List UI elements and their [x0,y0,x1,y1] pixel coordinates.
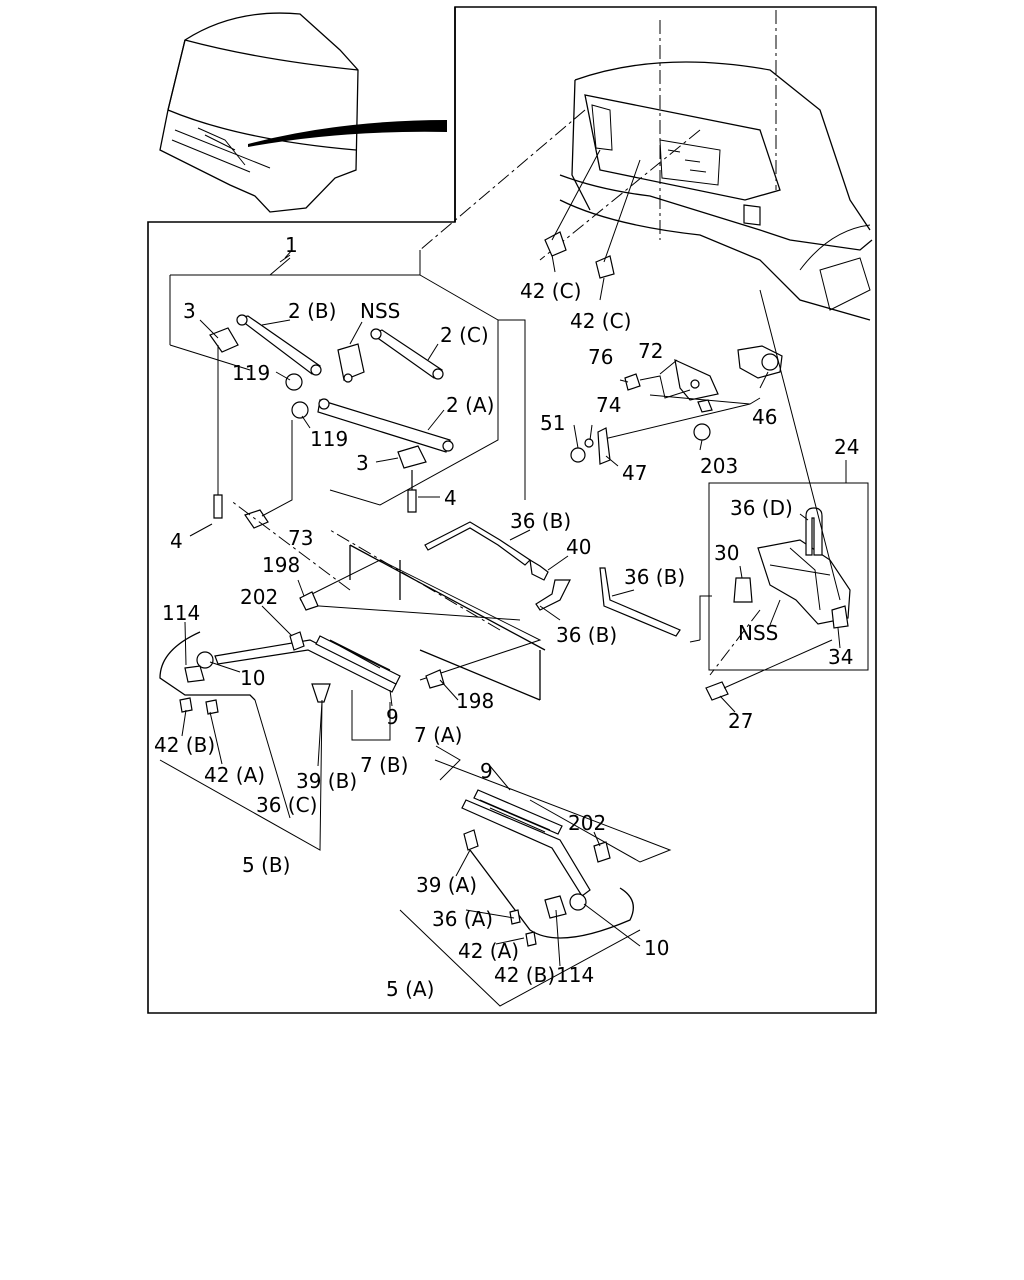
label-46: 46 [752,405,777,429]
label-42c-left: 42 (C) [520,279,581,303]
part-labels: 1 3 2 (B) NSS 2 (C) 119 119 2 (A) 3 4 4 … [154,233,859,1001]
label-42a-right: 42 (A) [458,939,519,963]
label-202-right: 202 [568,811,606,835]
label-7b: 7 (B) [360,753,408,777]
label-114-left: 114 [162,601,200,625]
label-36d: 36 (D) [730,496,793,520]
wiper-motor-group [689,289,869,701]
label-36c: 36 (C) [256,793,317,817]
label-5b: 5 (B) [242,853,290,877]
upper-mounting-parts [544,149,783,465]
cab-front-view [419,10,873,321]
label-51: 51 [540,411,565,435]
label-9-left: 9 [386,705,399,729]
label-47: 47 [622,461,647,485]
label-39b: 39 (B) [296,769,357,793]
label-203: 203 [700,454,738,478]
wiper-arm-a [399,759,672,1007]
label-119-upper: 119 [232,361,270,385]
diagram-frames [147,6,877,1014]
label-30: 30 [714,541,739,565]
label-4-left: 4 [170,529,183,553]
label-198-right: 198 [456,689,494,713]
label-27: 27 [728,709,753,733]
label-39a: 39 (A) [416,873,477,897]
label-36b-right: 36 (B) [624,565,685,589]
label-2c: 2 (C) [440,323,489,347]
label-34: 34 [828,645,853,669]
label-42b-left: 42 (B) [154,733,215,757]
label-24: 24 [834,435,859,459]
label-73: 73 [288,526,313,550]
wiper-arm-b [159,631,401,851]
label-9-right: 9 [480,759,493,783]
label-10-left: 10 [240,666,265,690]
label-2a: 2 (A) [446,393,494,417]
label-3-upper: 3 [183,299,196,323]
label-72: 72 [638,339,663,363]
label-74: 74 [596,393,621,417]
label-119-lower: 119 [310,427,348,451]
label-198-left: 198 [262,553,300,577]
label-4-right: 4 [444,486,457,510]
label-nss-motor: NSS [738,621,778,645]
label-nss-linkage: NSS [360,299,400,323]
label-114-right: 114 [556,963,594,987]
label-7a: 7 (A) [414,723,462,747]
label-3-lower: 3 [356,451,369,475]
label-1: 1 [285,233,298,257]
label-42b-right: 42 (B) [494,963,555,987]
label-42a-left: 42 (A) [204,763,265,787]
leader-lines [181,254,847,967]
label-36a: 36 (A) [432,907,493,931]
label-76: 76 [588,345,613,369]
label-36b-top: 36 (B) [510,509,571,533]
cab-overview-sketch [159,12,447,213]
washer-hose-routing [229,499,681,701]
label-42c-right: 42 (C) [570,309,631,333]
label-5a: 5 (A) [386,977,434,1001]
label-10-right: 10 [644,936,669,960]
label-40: 40 [566,535,591,559]
linkage-assembly-group [169,249,526,529]
label-202-left: 202 [240,585,278,609]
label-2b: 2 (B) [288,299,336,323]
label-36b-lower: 36 (B) [556,623,617,647]
